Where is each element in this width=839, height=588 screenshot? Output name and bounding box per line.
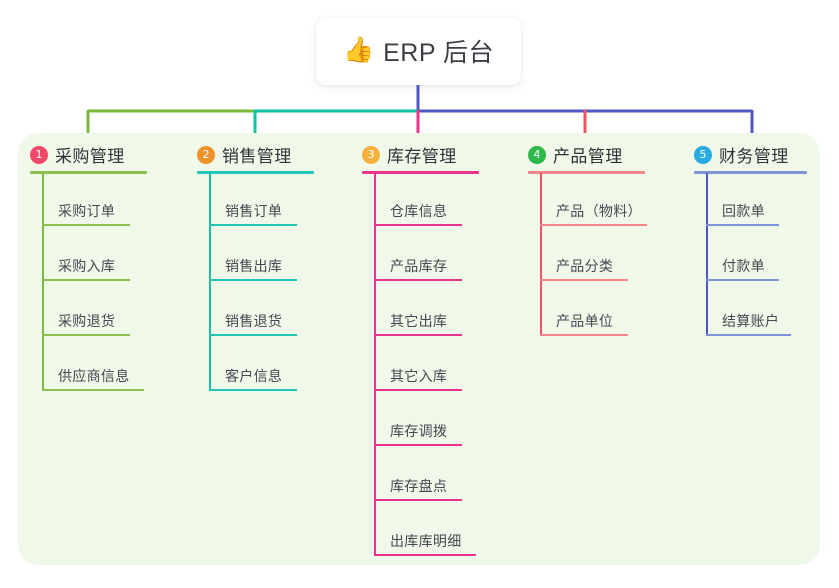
leaf-item[interactable]: 其它出库 bbox=[374, 311, 462, 336]
leaf-item[interactable]: 销售订单 bbox=[209, 201, 297, 226]
leaf-item-label: 付款单 bbox=[722, 258, 765, 274]
leaf-item[interactable]: 销售退货 bbox=[209, 311, 297, 336]
leaf-item[interactable]: 采购订单 bbox=[42, 201, 130, 226]
branch-title: 财务管理 bbox=[719, 147, 789, 166]
leaf-item-label: 销售出库 bbox=[225, 258, 283, 274]
branch-header-underline bbox=[694, 171, 807, 174]
leaf-item-label: 结算账户 bbox=[722, 313, 780, 329]
branch-title: 产品管理 bbox=[553, 147, 623, 166]
leaf-item[interactable]: 出库库明细 bbox=[374, 531, 476, 556]
leaf-item[interactable]: 产品（物料） bbox=[540, 201, 647, 226]
branch-header-underline bbox=[362, 171, 479, 174]
leaf-item-label: 仓库信息 bbox=[390, 203, 448, 219]
leaf-item[interactable]: 产品库存 bbox=[374, 256, 462, 281]
leaf-item-label: 客户信息 bbox=[225, 368, 283, 384]
branch-header-2[interactable]: 2 销售管理 bbox=[197, 142, 292, 167]
leaf-item-underline bbox=[374, 224, 462, 226]
leaf-item-underline bbox=[374, 389, 462, 391]
leaf-item-underline bbox=[374, 334, 462, 336]
leaf-item-underline bbox=[42, 389, 144, 391]
branch-header-1[interactable]: 1 采购管理 bbox=[30, 142, 125, 167]
branch-title: 销售管理 bbox=[222, 147, 292, 166]
branch-number-badge: 3 bbox=[362, 145, 380, 164]
leaf-item-underline bbox=[209, 334, 297, 336]
leaf-item[interactable]: 产品单位 bbox=[540, 311, 628, 336]
leaf-item-label: 供应商信息 bbox=[58, 368, 130, 384]
branch-header-5[interactable]: 5 财务管理 bbox=[694, 142, 789, 167]
branch-number-badge: 1 bbox=[30, 145, 48, 164]
root-node-title: ERP 后台 bbox=[383, 38, 495, 67]
branch-header-4[interactable]: 4 产品管理 bbox=[528, 142, 623, 167]
leaf-item-label: 采购入库 bbox=[58, 258, 116, 274]
leaf-item[interactable]: 库存盘点 bbox=[374, 476, 462, 501]
leaf-item-label: 回款单 bbox=[722, 203, 765, 219]
leaf-item-label: 库存盘点 bbox=[390, 478, 448, 494]
branch-trunk-line bbox=[209, 173, 211, 391]
branch-header-underline bbox=[528, 171, 645, 174]
leaf-item-underline bbox=[374, 554, 476, 556]
leaf-item-label: 产品库存 bbox=[390, 258, 448, 274]
leaf-item[interactable]: 结算账户 bbox=[706, 311, 791, 336]
leaf-item-label: 库存调拨 bbox=[390, 423, 448, 439]
branch-title: 采购管理 bbox=[55, 147, 125, 166]
branch-number-badge: 5 bbox=[694, 145, 712, 164]
leaf-item-label: 产品分类 bbox=[556, 258, 614, 274]
leaf-item-underline bbox=[374, 444, 462, 446]
leaf-item-underline bbox=[42, 279, 130, 281]
leaf-item-underline bbox=[42, 224, 130, 226]
branch-number-badge: 2 bbox=[197, 145, 215, 164]
leaf-item[interactable]: 库存调拨 bbox=[374, 421, 462, 446]
leaf-item-underline bbox=[540, 334, 628, 336]
leaf-item-underline bbox=[540, 279, 628, 281]
leaf-item[interactable]: 产品分类 bbox=[540, 256, 628, 281]
branch-title: 库存管理 bbox=[387, 147, 457, 166]
branch-trunk-line bbox=[42, 173, 44, 391]
leaf-item[interactable]: 其它入库 bbox=[374, 366, 462, 391]
leaf-item-label: 其它出库 bbox=[390, 313, 448, 329]
leaf-item-underline bbox=[209, 279, 297, 281]
leaf-item-underline bbox=[209, 389, 297, 391]
leaf-item-underline bbox=[706, 279, 779, 281]
leaf-item-underline bbox=[42, 334, 130, 336]
branch-number-badge: 4 bbox=[528, 145, 546, 164]
leaf-item-underline bbox=[540, 224, 647, 226]
leaf-item-label: 采购退货 bbox=[58, 313, 116, 329]
root-node-content: 👍 ERP 后台 bbox=[343, 33, 494, 69]
leaf-item-label: 产品（物料） bbox=[556, 203, 642, 219]
branch-trunk-line bbox=[374, 173, 376, 556]
leaf-item-label: 销售退货 bbox=[225, 313, 283, 329]
thumbs-up-icon: 👍 bbox=[342, 36, 375, 64]
branch-trunk-line bbox=[540, 173, 542, 336]
leaf-item-underline bbox=[706, 334, 791, 336]
leaf-item-label: 产品单位 bbox=[556, 313, 614, 329]
leaf-item[interactable]: 付款单 bbox=[706, 256, 779, 281]
leaf-item[interactable]: 回款单 bbox=[706, 201, 779, 226]
leaf-item-label: 采购订单 bbox=[58, 203, 116, 219]
leaf-item[interactable]: 销售出库 bbox=[209, 256, 297, 281]
branch-trunk-line bbox=[706, 173, 708, 336]
leaf-item[interactable]: 采购退货 bbox=[42, 311, 130, 336]
leaf-item-underline bbox=[374, 499, 462, 501]
branches-panel: 1 采购管理采购订单采购入库采购退货供应商信息 2 销售管理销售订单销售出库销售退货客… bbox=[18, 133, 820, 565]
leaf-item-underline bbox=[706, 224, 779, 226]
leaf-item[interactable]: 客户信息 bbox=[209, 366, 297, 391]
leaf-item-underline bbox=[374, 279, 462, 281]
leaf-item-label: 其它入库 bbox=[390, 368, 448, 384]
branch-header-3[interactable]: 3 库存管理 bbox=[362, 142, 457, 167]
branch-header-underline bbox=[197, 171, 314, 174]
root-node-card[interactable]: 👍 ERP 后台 bbox=[316, 18, 521, 85]
branch-header-underline bbox=[30, 171, 147, 174]
leaf-item[interactable]: 仓库信息 bbox=[374, 201, 462, 226]
leaf-item[interactable]: 采购入库 bbox=[42, 256, 130, 281]
leaf-item-underline bbox=[209, 224, 297, 226]
leaf-item[interactable]: 供应商信息 bbox=[42, 366, 144, 391]
leaf-item-label: 销售订单 bbox=[225, 203, 283, 219]
leaf-item-label: 出库库明细 bbox=[390, 533, 462, 549]
